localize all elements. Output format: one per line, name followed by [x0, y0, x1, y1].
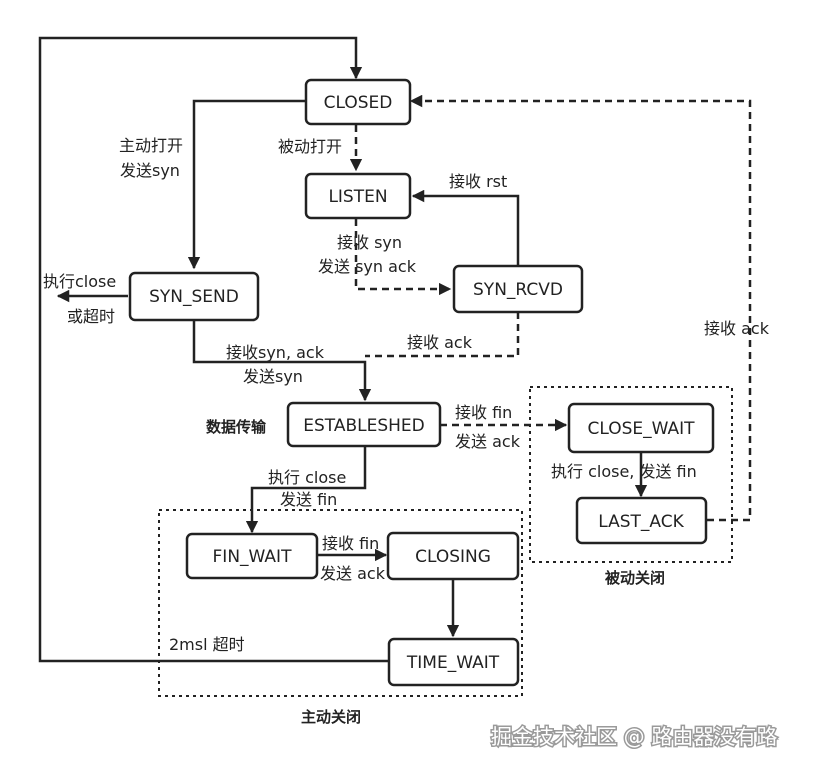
edge-synrcvd-established: [365, 312, 520, 358]
state-closing-label: CLOSING: [415, 547, 491, 567]
passive-close-region: [529, 386, 733, 563]
state-time-wait: TIME_WAIT: [387, 637, 520, 687]
state-established: ESTABLESHED: [286, 401, 442, 448]
edge-synsend-established: [192, 320, 372, 402]
label-close-send-fin: 执行 close, 发送 fin: [551, 462, 697, 481]
label-passive-close: 被动关闭: [605, 569, 665, 587]
label-data-transfer: 数据传输: [206, 418, 267, 436]
state-syn-rcvd: SYN_RCVD: [452, 264, 584, 314]
label-fin-closing-2: 发送 ack: [320, 564, 386, 583]
label-fin-closing-1: 接收 fin: [322, 534, 379, 553]
label-exec-close-2: 发送 fin: [280, 490, 337, 509]
label-recv-syn-1: 接收 syn: [337, 233, 402, 252]
state-time-wait-label: TIME_WAIT: [406, 653, 500, 673]
label-active-open-1: 主动打开: [119, 136, 183, 155]
label-passive-open: 被动打开: [278, 137, 342, 156]
label-active-close: 主动关闭: [301, 708, 361, 726]
state-close-wait-label: CLOSE_WAIT: [587, 419, 695, 439]
state-syn-send: SYN_SEND: [128, 271, 260, 322]
label-recv-synack-2: 发送syn: [243, 367, 303, 386]
state-last-ack: LAST_ACK: [575, 496, 708, 545]
label-close-timeout-2: 或超时: [67, 307, 115, 326]
label-recv-ack-right: 接收 ack: [704, 319, 770, 338]
label-recv-syn-2: 发送 syn ack: [318, 257, 417, 276]
active-close-region: [158, 509, 523, 697]
state-syn-rcvd-label: SYN_RCVD: [473, 280, 563, 300]
state-listen: LISTEN: [304, 172, 412, 220]
label-recv-rst: 接收 rst: [449, 172, 507, 191]
label-recv-synack-1: 接收syn, ack: [226, 343, 325, 362]
transition-labels: 主动打开 发送syn 被动打开 接收 rst 接收 syn 发送 syn ack…: [43, 136, 770, 654]
state-closed: CLOSED: [304, 78, 412, 126]
state-closed-label: CLOSED: [324, 93, 393, 113]
edge-timewait-closed: [38, 36, 388, 663]
edges: [38, 36, 752, 663]
state-fin-wait-label: FIN_WAIT: [213, 547, 293, 567]
label-close-timeout-1: 执行close: [43, 272, 116, 291]
edge-synrcvd-listen: [411, 189, 520, 266]
label-recv-ack: 接收 ack: [407, 333, 473, 352]
watermark-text: 掘金技术社区 @ 路由器没有路: [491, 725, 777, 749]
state-last-ack-label: LAST_ACK: [598, 512, 684, 532]
state-closing: CLOSING: [386, 531, 520, 581]
state-listen-label: LISTEN: [328, 187, 387, 207]
label-recv-fin-2: 发送 ack: [455, 432, 521, 451]
label-exec-close-1: 执行 close: [268, 468, 346, 487]
edge-listen-synrcvd: [354, 219, 452, 296]
label-active-open-2: 发送syn: [120, 161, 180, 180]
edge-lastack-closed: [409, 94, 752, 522]
edge-established-finwait: [245, 446, 367, 534]
state-established-label: ESTABLESHED: [303, 416, 425, 436]
label-recv-fin-1: 接收 fin: [455, 403, 512, 422]
state-syn-send-label: SYN_SEND: [149, 287, 239, 307]
edge-closed-synsend: [187, 99, 305, 270]
label-msl-timeout: 2msl 超时: [169, 635, 245, 654]
state-close-wait: CLOSE_WAIT: [567, 402, 715, 454]
state-fin-wait: FIN_WAIT: [185, 532, 319, 580]
